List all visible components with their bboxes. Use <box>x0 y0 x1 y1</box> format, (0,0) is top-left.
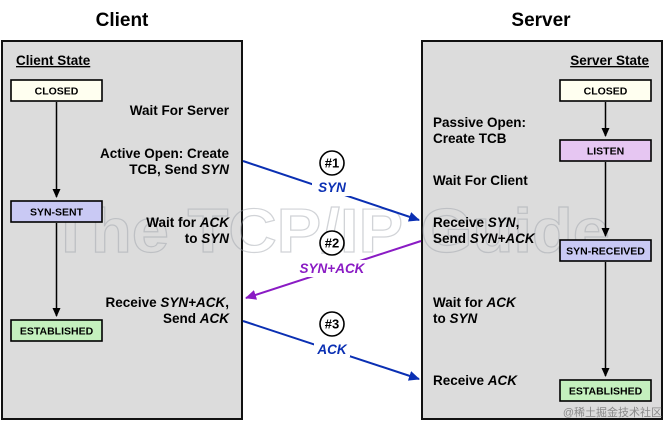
server-closed-label: CLOSED <box>584 86 628 98</box>
server-panel <box>421 40 663 420</box>
server-note-wait-ack-line2: to SYN <box>433 311 478 326</box>
client-note-receive-line2: Send ACK <box>163 311 230 326</box>
client-established-box <box>10 319 103 342</box>
client-note-active-open-line1: Active Open: Create <box>100 146 230 161</box>
client-note-wait-for-server: Wait For Server <box>130 103 230 118</box>
client-note-wait-ack-line2: to SYN <box>185 231 230 246</box>
step-2-circle <box>319 230 345 256</box>
client-note-active-open-line2: TCB, Send SYN <box>129 162 229 177</box>
server-note-wait-ack-line1: Wait for ACK <box>433 295 517 310</box>
client-state-header: Client State <box>16 53 91 68</box>
client-syn-sent-label: SYN-SENT <box>30 207 84 219</box>
step-2-label: SYN+ACK <box>300 261 366 276</box>
server-title: Server <box>511 10 571 31</box>
client-established-label: ESTABLISHED <box>20 326 94 338</box>
server-note-wait-for-client: Wait For Client <box>433 173 528 188</box>
server-syn-received-label: SYN-RECEIVED <box>566 246 645 258</box>
server-note-receive-syn-line1: Receive SYN, <box>433 215 519 230</box>
step-3-circle <box>319 311 345 337</box>
step-2-number: #2 <box>325 236 339 251</box>
server-listen-box <box>559 139 652 162</box>
server-established-label: ESTABLISHED <box>569 386 643 398</box>
client-closed-box <box>10 79 103 102</box>
step-3-label: ACK <box>316 342 347 357</box>
server-established-box <box>559 379 652 402</box>
server-syn-received-box <box>559 239 652 262</box>
step-1-label: SYN <box>318 180 346 195</box>
step-2-label-bg <box>296 260 368 277</box>
client-title: Client <box>96 10 149 31</box>
server-listen-label: LISTEN <box>587 146 624 158</box>
server-closed-box <box>559 79 652 102</box>
client-note-receive-line1: Receive SYN+ACK, <box>106 295 229 310</box>
credit-text: @稀土掘金技术社区 <box>563 405 662 419</box>
server-note-receive-syn-line2: Send SYN+ACK <box>433 231 536 246</box>
client-panel <box>1 40 243 420</box>
step-3-number: #3 <box>325 317 339 332</box>
server-note-passive-open-line1: Passive Open: <box>433 115 526 130</box>
client-syn-sent-box <box>10 200 103 223</box>
server-state-header: Server State <box>570 53 649 68</box>
client-note-wait-ack-line1: Wait for ACK <box>146 215 230 230</box>
step-3-label-bg <box>314 340 350 357</box>
step-1-circle <box>319 150 345 176</box>
step-1-number: #1 <box>325 156 339 171</box>
server-note-receive-ack: Receive ACK <box>433 373 518 388</box>
step-1-label-bg <box>312 179 352 196</box>
server-note-passive-open-line2: Create TCB <box>433 131 507 146</box>
client-closed-label: CLOSED <box>35 86 79 98</box>
